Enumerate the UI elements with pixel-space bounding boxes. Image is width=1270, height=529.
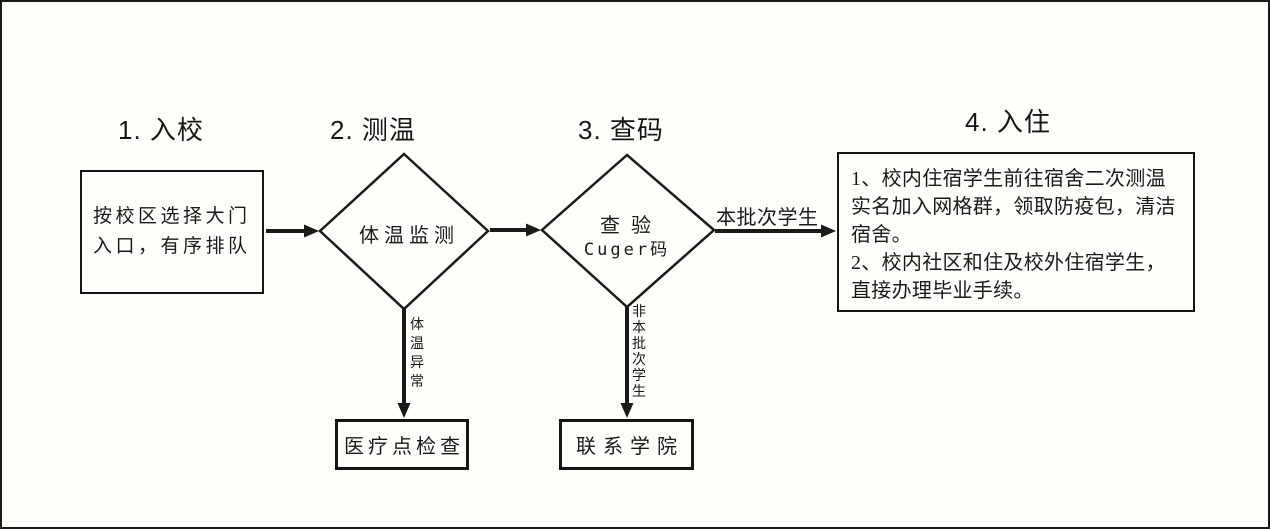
step-header-1: 1. 入校 [118, 115, 204, 145]
entry-box-line-1: 按校区选择大门 [93, 206, 251, 227]
college-box-node: 联系学院 [559, 419, 694, 470]
step-header-3: 3. 查码 [578, 115, 664, 145]
entry-box-line-2: 入口，有序排队 [93, 236, 251, 257]
checkin-box-node: 1、校内住宿学生前往宿舍二次测温 实名加入网格群，领取防疫包，清洁 宿舍。 2、… [837, 152, 1195, 312]
edge-label-batch-students: 本批次学生 [716, 207, 819, 229]
arrowhead-code-to-college [620, 403, 634, 418]
temp-diamond-label: 体温监测 [359, 225, 459, 247]
arrowhead-temp-to-code [526, 223, 541, 237]
medical-box-label: 医疗点检查 [344, 436, 464, 458]
edge-label-non-batch-students: 非本批次学生 [632, 305, 646, 400]
arrowhead-temp-to-medical [397, 403, 411, 418]
college-box-label: 联系学院 [576, 436, 684, 458]
step-header-2: 2. 测温 [330, 115, 416, 145]
checkin-box-line-4: 2、校内社区和住及校外住宿学生， [851, 252, 1166, 274]
checkin-box-line-2: 实名加入网格群，领取防疫包，清洁 [851, 196, 1176, 218]
arrowhead-entry-to-temp [304, 224, 319, 238]
checkin-box-line-1: 1、校内住宿学生前往宿舍二次测温 [851, 168, 1166, 190]
code-diamond-label-line-1: 查 验 [600, 215, 654, 237]
edge-label-temp-abnormal: 体温异常 [410, 318, 424, 390]
checkin-box-line-5: 直接办理毕业手续。 [851, 280, 1034, 302]
entry-box-node: 按校区选择大门 入口，有序排队 [80, 170, 264, 294]
arrowhead-code-to-checkin [821, 224, 836, 238]
code-diamond-label-line-2: Cuger码 [583, 240, 671, 260]
medical-box-node: 医疗点检查 [335, 419, 469, 470]
checkin-box-line-3: 宿舍。 [851, 224, 912, 246]
step-header-4: 4. 入住 [965, 107, 1051, 137]
